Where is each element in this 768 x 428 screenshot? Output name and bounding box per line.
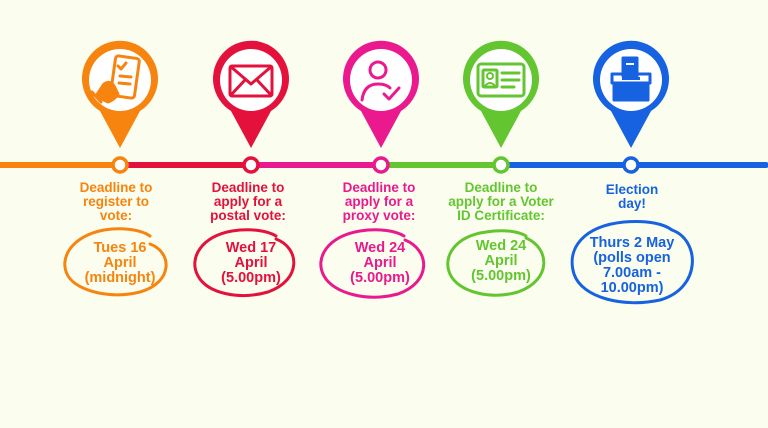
timeline-node-5 [622, 156, 640, 174]
date-oval-1 [63, 227, 168, 297]
timeline-node-2 [242, 156, 260, 174]
pin-election-day [593, 40, 669, 148]
date-oval-5 [570, 220, 694, 305]
pin-register [81, 40, 158, 148]
date-oval-3 [319, 228, 426, 299]
phone-checklist-icon [90, 54, 141, 104]
pin-voter-id [463, 40, 539, 148]
timeline-node-1 [111, 156, 129, 174]
envelope-icon [228, 64, 274, 98]
ballot-box-icon [610, 56, 652, 102]
timeline-node-4 [492, 156, 510, 174]
pin-postal [213, 40, 289, 148]
pin-proxy [342, 40, 420, 148]
person-check-icon [360, 60, 401, 102]
date-oval-4 [446, 229, 546, 297]
id-card-icon [476, 62, 526, 98]
date-oval-2 [193, 228, 296, 297]
timeline-node-3 [372, 156, 390, 174]
